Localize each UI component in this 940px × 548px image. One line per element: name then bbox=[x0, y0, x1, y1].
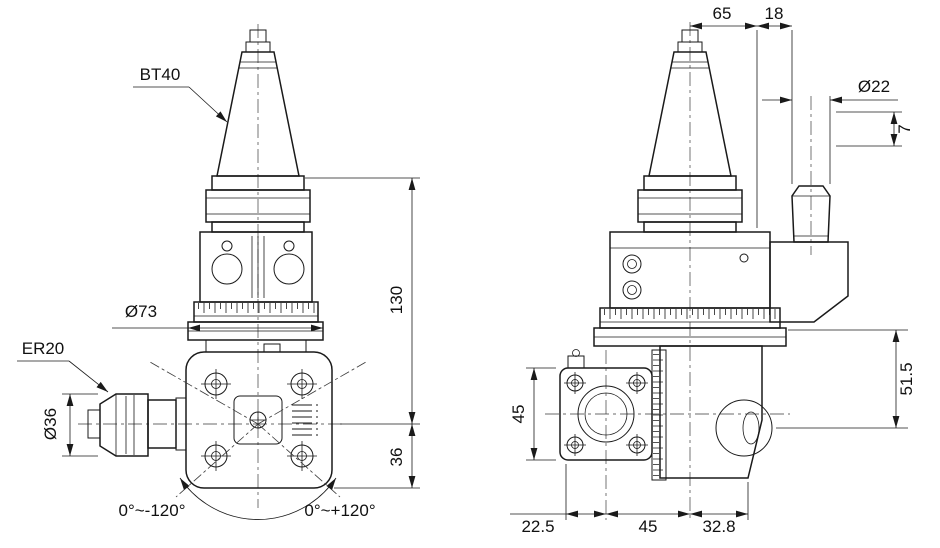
dim-7-text: 7 bbox=[895, 124, 914, 133]
dim-bottom-chain: 22.5 45 32.8 bbox=[510, 464, 749, 536]
dim-knob-dia-text: Ø22 bbox=[858, 77, 890, 96]
graduated-ring bbox=[193, 301, 319, 323]
mount-flange bbox=[187, 321, 324, 353]
dim-plate-45: 45 bbox=[509, 367, 556, 461]
dim-collet-dia: Ø36 bbox=[41, 393, 98, 457]
spindle-plate bbox=[559, 349, 653, 461]
swivel-neg-text: 0°~-120° bbox=[118, 501, 185, 520]
dim-45-text: 45 bbox=[639, 517, 658, 536]
corner-bolt bbox=[200, 440, 232, 472]
dim-top-chain: 65 18 bbox=[690, 4, 793, 228]
bt40-label: BT40 bbox=[140, 65, 181, 84]
stop-arm bbox=[769, 185, 849, 323]
plate-bolt bbox=[563, 433, 587, 457]
side-view: 65 18 Ø22 7 51.5 45 bbox=[509, 4, 916, 536]
dim-130-text: 130 bbox=[387, 286, 406, 314]
plate-bolt bbox=[563, 371, 587, 395]
dim-130: 130 bbox=[305, 177, 420, 425]
er20-spindle bbox=[87, 393, 187, 457]
front-view: BT40 ER20 Ø73 Ø36 130 bbox=[17, 24, 420, 520]
corner-bolt bbox=[286, 368, 318, 400]
er20-label-group: ER20 bbox=[17, 339, 109, 393]
dim-flange-dia-text: Ø73 bbox=[125, 302, 157, 321]
dim-7: 7 bbox=[836, 111, 914, 147]
vent-hatch bbox=[290, 402, 318, 436]
plate-bolt bbox=[625, 433, 649, 457]
plate-bolt bbox=[625, 371, 649, 395]
dim-knob-dia: Ø22 bbox=[762, 77, 898, 184]
output-boss bbox=[715, 399, 773, 457]
bt40-label-group: BT40 bbox=[133, 65, 228, 123]
dim-65-text: 65 bbox=[713, 4, 732, 23]
swivel-pos-text: 0°~+120° bbox=[304, 501, 375, 520]
dim-36-text: 36 bbox=[387, 448, 406, 467]
dim-51-5-text: 51.5 bbox=[897, 362, 916, 395]
dim-18-text: 18 bbox=[765, 4, 784, 23]
head-body-side bbox=[651, 345, 773, 481]
dim-32-8-text: 32.8 bbox=[702, 517, 735, 536]
plate-stud bbox=[567, 355, 585, 369]
dim-plate-45-text: 45 bbox=[509, 405, 528, 424]
clamp-body bbox=[199, 231, 313, 303]
er20-leader bbox=[68, 360, 109, 393]
clamp-body-side bbox=[609, 231, 771, 309]
swivel-range: 0°~-120° 0°~+120° bbox=[118, 361, 376, 520]
bt40-leader bbox=[188, 86, 228, 123]
corner-bolt bbox=[286, 440, 318, 472]
er20-label: ER20 bbox=[22, 339, 65, 358]
dim-22-5-text: 22.5 bbox=[521, 517, 554, 536]
dim-51-5: 51.5 bbox=[776, 329, 916, 429]
head-body bbox=[185, 343, 333, 489]
dim-flange-dia: Ø73 bbox=[112, 302, 323, 332]
dim-collet-dia-text: Ø36 bbox=[41, 408, 60, 440]
dim-36: 36 bbox=[334, 424, 420, 489]
top-stud bbox=[263, 343, 281, 353]
corner-bolt bbox=[200, 368, 232, 400]
v-flange-side bbox=[637, 175, 743, 233]
